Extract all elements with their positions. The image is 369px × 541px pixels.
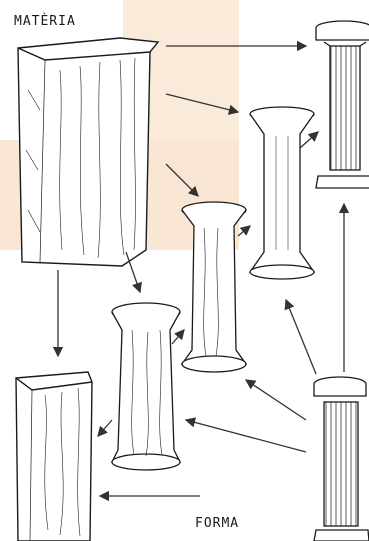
fluted-column-top	[316, 21, 369, 188]
matter-label: MATÈRIA	[14, 14, 76, 29]
arrow-roughed-to-shaped	[172, 330, 184, 344]
roughed-column	[112, 303, 180, 470]
arrow-smooth-to-fluted	[300, 132, 318, 148]
fluted-column-bottom	[314, 377, 369, 541]
arrow-roughed-to-block	[98, 420, 112, 436]
arrow-forma-to-smooth	[286, 300, 316, 374]
arrow-forma-to-shaped	[246, 380, 306, 420]
raw-stone-block	[18, 38, 158, 266]
form-label: FORMA	[195, 516, 239, 531]
smooth-column	[250, 107, 314, 279]
arrow-forma-to-roughed	[186, 420, 306, 452]
arrow-shaped-to-smooth	[238, 226, 250, 236]
rough-block	[16, 372, 92, 541]
